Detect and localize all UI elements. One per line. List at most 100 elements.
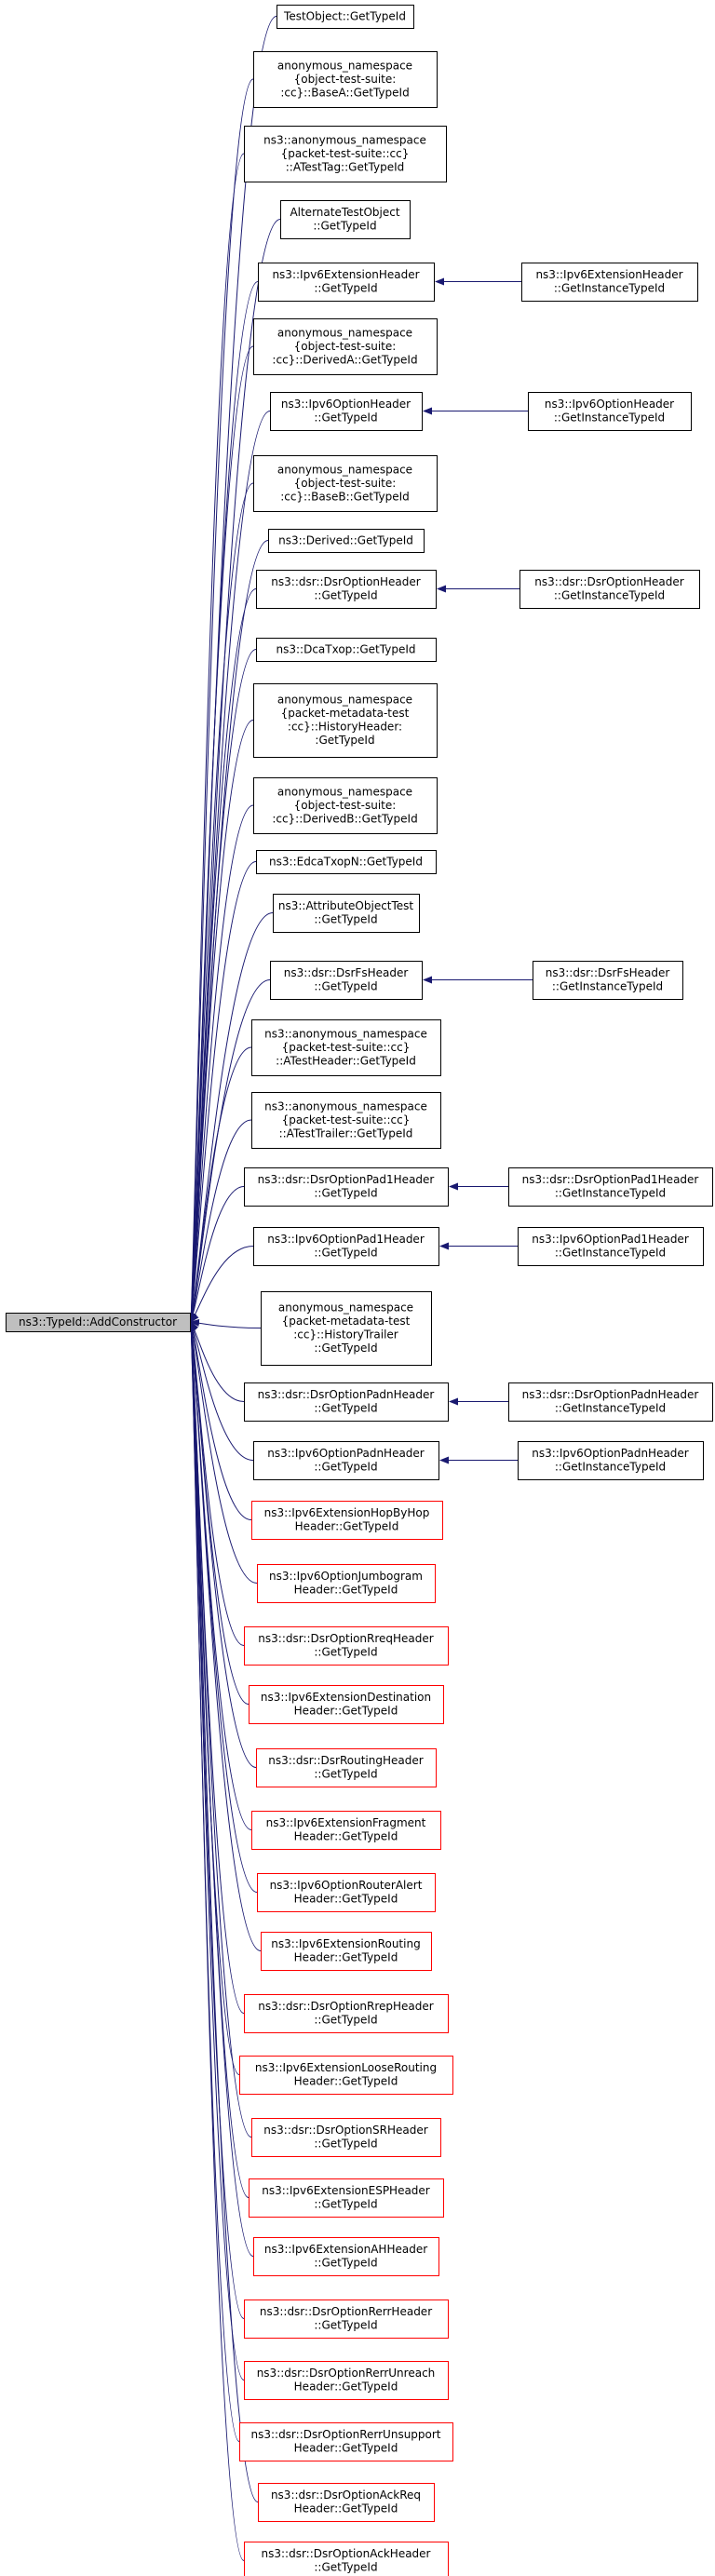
node-box	[521, 263, 698, 302]
node-label-line: ns3::Ipv6OptionPad1Header	[267, 1233, 425, 1246]
caller-node[interactable]: ns3::Ipv6ExtensionHopByHopHeader::GetTyp…	[251, 1501, 443, 1540]
call-edge	[187, 153, 245, 1323]
caller-node[interactable]: ns3::anonymous_namespace{packet-test-sui…	[251, 1092, 441, 1149]
caller-node[interactable]: ns3::Ipv6ExtensionFragmentHeader::GetTyp…	[251, 1811, 441, 1850]
caller-node[interactable]: ns3::Ipv6ExtensionRoutingHeader::GetType…	[261, 1932, 432, 1971]
call-edge	[187, 219, 281, 1323]
node-box	[244, 1626, 449, 1666]
instance-node[interactable]: ns3::dsr::DsrOptionPadnHeader::GetInstan…	[508, 1382, 713, 1422]
caller-node[interactable]: ns3::EdcaTxopN::GetTypeId	[256, 850, 437, 874]
node-label-line: ns3::Ipv6ExtensionRouting	[271, 1937, 420, 1950]
caller-node[interactable]: ns3::Ipv6OptionHeader::GetTypeId	[270, 392, 423, 431]
node-label-line: ns3::dsr::DsrOptionPadnHeader	[258, 1388, 435, 1401]
caller-node[interactable]: anonymous_namespace{object-test-suite::c…	[253, 318, 438, 375]
node-label-line: ::GetInstanceTypeId	[554, 411, 665, 425]
node-label-line: ::GetTypeId	[314, 1402, 377, 1415]
caller-node[interactable]: ns3::AttributeObjectTest::GetTypeId	[273, 894, 420, 933]
node-label-line: AlternateTestObject	[290, 206, 399, 219]
node-box	[251, 1019, 441, 1076]
instance-node[interactable]: ns3::dsr::DsrOptionHeader::GetInstanceTy…	[519, 570, 700, 609]
caller-node[interactable]: ns3::dsr::DsrOptionRerrHeader::GetTypeId	[244, 2300, 449, 2339]
caller-node[interactable]: anonymous_namespace{object-test-suite::c…	[253, 455, 438, 512]
caller-node[interactable]: ns3::Ipv6OptionRouterAlertHeader::GetTyp…	[257, 1873, 436, 1912]
node-label-line: {packet-metadata-test	[281, 707, 410, 720]
node-box	[256, 1748, 437, 1787]
node-label-line: ns3::Ipv6ExtensionHeader	[272, 268, 419, 281]
caller-node[interactable]: anonymous_namespace{packet-metadata-test…	[261, 1291, 432, 1366]
caller-node[interactable]: ns3::Ipv6OptionPad1Header::GetTypeId	[253, 1227, 439, 1266]
node-box	[256, 570, 437, 609]
node-box	[253, 683, 438, 758]
caller-node[interactable]: ns3::dsr::DsrFsHeader::GetTypeId	[270, 961, 423, 1000]
node-label-line: ns3::TypeId::AddConstructor	[19, 1315, 177, 1328]
node-label-line: ns3::dsr::DsrOptionHeader	[534, 575, 683, 588]
instance-node[interactable]: ns3::Ipv6OptionPadnHeader::GetInstanceTy…	[518, 1441, 704, 1480]
caller-node[interactable]: ns3::dsr::DsrOptionRerrUnsupportHeader::…	[239, 2422, 453, 2461]
caller-node[interactable]: ns3::dsr::DsrRoutingHeader::GetTypeId	[256, 1748, 437, 1787]
node-label-line: ns3::Ipv6ExtensionLooseRouting	[255, 2061, 437, 2074]
caller-node[interactable]: anonymous_namespace{packet-metadata-test…	[253, 683, 438, 758]
node-label-line: ::GetTypeId	[314, 913, 377, 926]
call-edge	[187, 482, 254, 1323]
caller-node[interactable]: ns3::Derived::GetTypeId	[268, 529, 425, 553]
node-box	[508, 1382, 713, 1422]
caller-node[interactable]: ns3::dsr::DsrOptionHeader::GetTypeId	[256, 570, 437, 609]
node-label-line: ns3::Ipv6OptionHeader	[545, 398, 674, 411]
call-edge	[188, 861, 257, 1323]
node-box	[253, 51, 438, 108]
caller-node[interactable]: TestObject::GetTypeId	[277, 5, 414, 29]
call-edge	[188, 1046, 252, 1323]
caller-node[interactable]: ns3::dsr::DsrOptionPadnHeader::GetTypeId	[244, 1382, 449, 1422]
instance-node[interactable]: ns3::dsr::DsrOptionPad1Header::GetInstan…	[508, 1167, 713, 1207]
node-box	[244, 1994, 449, 2033]
caller-node[interactable]: ns3::DcaTxop::GetTypeId	[256, 638, 437, 662]
caller-node[interactable]: ns3::anonymous_namespace{packet-test-sui…	[244, 126, 447, 182]
instance-node[interactable]: ns3::dsr::DsrFsHeader::GetInstanceTypeId	[533, 961, 683, 1000]
caller-node[interactable]: ns3::Ipv6ExtensionLooseRoutingHeader::Ge…	[239, 2056, 453, 2095]
node-label-line: :cc}::BaseB::GetTypeId	[280, 490, 410, 503]
call-edge	[187, 1321, 254, 2257]
instance-node[interactable]: ns3::Ipv6OptionHeader::GetInstanceTypeId	[528, 392, 692, 431]
node-label-line: ns3::Ipv6OptionJumbogram	[269, 1570, 423, 1583]
caller-node[interactable]: ns3::dsr::DsrOptionAckReqHeader::GetType…	[258, 2483, 435, 2522]
node-label-line: ::GetTypeId	[314, 282, 377, 295]
caller-node[interactable]: ns3::Ipv6ExtensionESPHeader::GetTypeId	[249, 2178, 444, 2218]
node-label-line: ns3::Ipv6ExtensionESPHeader	[262, 2184, 430, 2197]
instance-node[interactable]: ns3::Ipv6ExtensionHeader::GetInstanceTyp…	[521, 263, 698, 302]
caller-node[interactable]: anonymous_namespace{object-test-suite::c…	[253, 51, 438, 108]
node-label-line: ns3::dsr::DsrOptionRerrUnsupport	[250, 2428, 440, 2441]
caller-node[interactable]: ns3::dsr::DsrOptionAckHeader::GetTypeId	[244, 2542, 449, 2576]
node-label-line: ::ATestTrailer::GetTypeId	[279, 1126, 413, 1140]
node-label-line: ::GetTypeId	[314, 1342, 377, 1355]
node-label-line: :cc}::HistoryTrailer	[293, 1328, 398, 1342]
call-edge	[190, 1246, 254, 1323]
caller-node[interactable]: ns3::Ipv6ExtensionHeader::GetTypeId	[258, 263, 435, 302]
call-edge	[187, 1321, 245, 2561]
caller-node[interactable]: anonymous_namespace{object-test-suite::c…	[253, 777, 438, 834]
node-label-line: Header::GetTypeId	[294, 2502, 398, 2515]
node-label-line: ns3::dsr::DsrOptionAckHeader	[262, 2547, 431, 2560]
caller-node[interactable]: AlternateTestObject::GetTypeId	[280, 200, 411, 239]
node-box	[244, 2542, 449, 2576]
caller-node[interactable]: ns3::Ipv6ExtensionAHHeader::GetTypeId	[253, 2237, 439, 2276]
caller-node[interactable]: ns3::dsr::DsrOptionSRHeader::GetTypeId	[251, 2118, 441, 2157]
caller-node[interactable]: ns3::Ipv6OptionPadnHeader::GetTypeId	[253, 1441, 439, 1480]
node-label-line: ns3::Ipv6OptionPad1Header	[532, 1233, 689, 1246]
node-label-line: ns3::anonymous_namespace	[264, 1099, 427, 1113]
caller-node[interactable]: ns3::Ipv6ExtensionDestinationHeader::Get…	[249, 1685, 444, 1724]
caller-node[interactable]: ns3::dsr::DsrOptionRrepHeader::GetTypeId	[244, 1994, 449, 2033]
node-label-line: ns3::Ipv6ExtensionAHHeader	[264, 2243, 427, 2256]
caller-node[interactable]: ns3::dsr::DsrOptionRerrUnreachHeader::Ge…	[244, 2361, 449, 2400]
node-label-line: {object-test-suite:	[294, 73, 397, 86]
node-label-line: Header::GetTypeId	[294, 2075, 398, 2088]
caller-node[interactable]: ns3::dsr::DsrOptionPad1Header::GetTypeId	[244, 1167, 449, 1207]
call-edge	[188, 804, 254, 1323]
caller-node[interactable]: ns3::Ipv6OptionJumbogramHeader::GetTypeI…	[257, 1564, 436, 1603]
node-label-line: ::GetTypeId	[314, 980, 377, 993]
caller-node[interactable]: ns3::dsr::DsrOptionRreqHeader::GetTypeId	[244, 1626, 449, 1666]
caller-node[interactable]: ns3::anonymous_namespace{packet-test-sui…	[251, 1019, 441, 1076]
root-node[interactable]: ns3::TypeId::AddConstructor	[6, 1313, 191, 1332]
node-label-line: ns3::dsr::DsrOptionAckReq	[271, 2488, 421, 2502]
instance-node[interactable]: ns3::Ipv6OptionPad1Header::GetInstanceTy…	[518, 1227, 704, 1266]
node-label-line: ::ATestHeader::GetTypeId	[276, 1054, 416, 1067]
